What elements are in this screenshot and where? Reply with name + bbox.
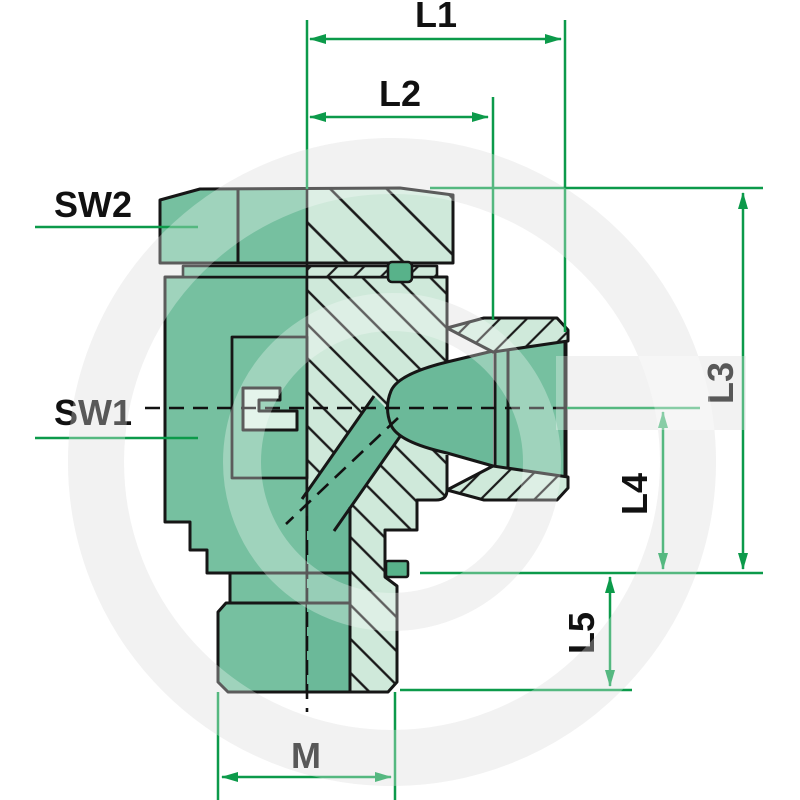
- diagonal-passage-surface: [302, 396, 406, 531]
- seal-ring-top: [386, 260, 414, 284]
- hex-nut-sw2-section-hatch: [307, 188, 453, 263]
- label-l5: L5: [561, 612, 602, 654]
- label-sw2: SW2: [54, 184, 132, 225]
- body-section-outline-bottom-steps: [307, 455, 449, 694]
- vertical-bore-surface: [307, 505, 350, 692]
- diagonal-passage-wall-lower: [332, 427, 408, 532]
- port-collar-lower-hatch: [445, 464, 570, 502]
- label-l1: L1: [415, 0, 457, 35]
- hex-nut-sw2-outline: [158, 186, 455, 265]
- fitting-part: [145, 186, 570, 712]
- label-l4: L4: [614, 473, 655, 515]
- label-l3: L3: [700, 362, 741, 404]
- embossed-logo-mark: [241, 386, 299, 432]
- label-m: M: [291, 735, 321, 776]
- diagonal-passage-wall-upper: [300, 395, 376, 500]
- label-l2: L2: [379, 73, 421, 114]
- port-collar-upper-hatch: [445, 316, 570, 354]
- label-sw1: SW1: [54, 392, 132, 433]
- dimension-lines: [35, 20, 763, 800]
- fitting-body-exterior: [163, 275, 309, 694]
- watermark-outer-ring: [68, 138, 716, 786]
- centerline-diagonal-passage: [285, 417, 399, 525]
- washer-outline: [181, 264, 439, 279]
- dimension-labels: L1 L2 L3 L4 L5 M SW2 SW1: [54, 0, 741, 776]
- watermark-g-bar: [556, 356, 746, 430]
- seal-ring-bottom: [384, 559, 410, 579]
- washer-section-hatch: [307, 266, 437, 277]
